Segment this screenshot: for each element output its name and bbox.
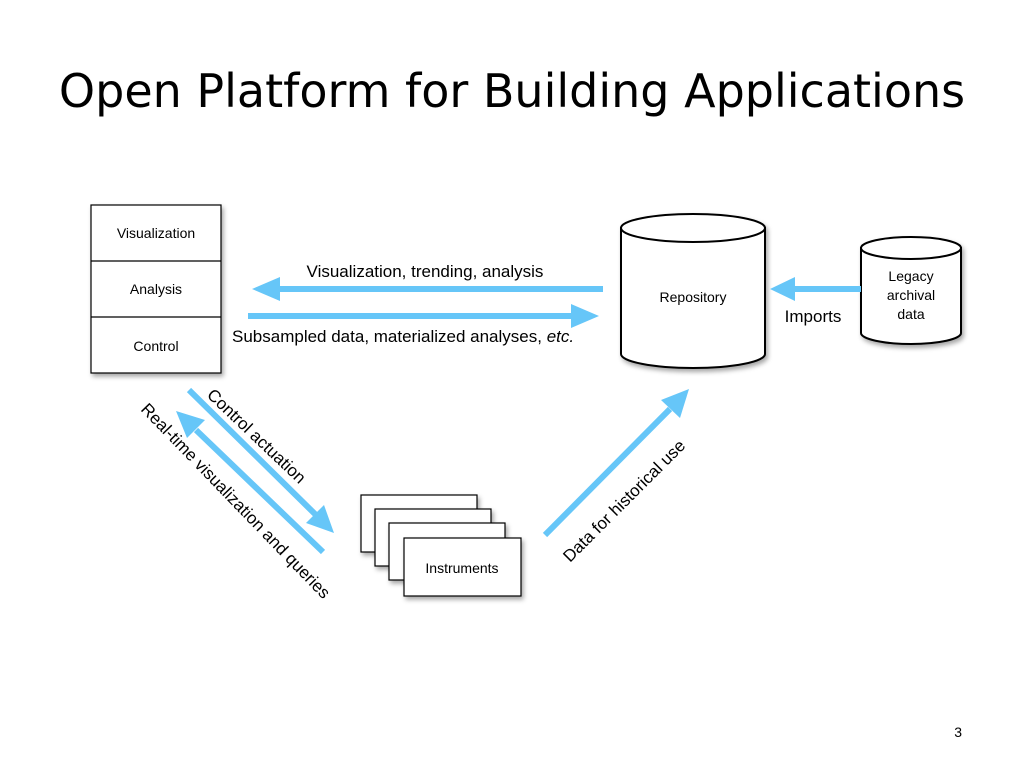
- legacy-data-cylinder: [860, 236, 962, 345]
- label-subsampled-etc: etc.: [547, 327, 574, 346]
- repository-label: Repository: [660, 289, 727, 305]
- arrow-vis-trending: [252, 277, 603, 301]
- stack-layer-control: Control: [133, 338, 178, 354]
- arrow-control-actuation: [186, 387, 334, 533]
- repository-body: [620, 227, 766, 369]
- legacy-line-3: data: [897, 306, 924, 322]
- legacy-line-1: Legacy: [888, 268, 933, 284]
- arrow-realtime: [176, 411, 326, 555]
- arrow-historical: [542, 389, 689, 538]
- label-vis-trending: Visualization, trending, analysis: [307, 262, 544, 281]
- label-subsampled: Subsampled data, materialized analyses, …: [232, 327, 574, 346]
- instrument-card-front: [403, 537, 522, 597]
- repository-cylinder: [620, 213, 766, 369]
- arrow-imports: [770, 277, 861, 301]
- label-imports: Imports: [785, 307, 842, 326]
- label-subsampled-main: Subsampled data, materialized analyses,: [232, 327, 547, 346]
- instruments-stack: Instruments: [360, 494, 522, 597]
- legacy-top: [860, 236, 962, 260]
- stack-layer-analysis: Analysis: [130, 281, 182, 297]
- instruments-label: Instruments: [425, 560, 498, 576]
- stack-layer-visualization: Visualization: [117, 225, 195, 241]
- application-stack: Visualization Analysis Control: [90, 204, 222, 374]
- page-number: 3: [954, 724, 962, 740]
- slide-title: Open Platform for Building Applications: [58, 64, 966, 118]
- repository-top: [620, 213, 766, 243]
- legacy-body: [860, 247, 962, 345]
- legacy-line-2: archival: [887, 287, 935, 303]
- arrow-subsampled: [248, 304, 599, 328]
- stack-frame: [90, 204, 222, 374]
